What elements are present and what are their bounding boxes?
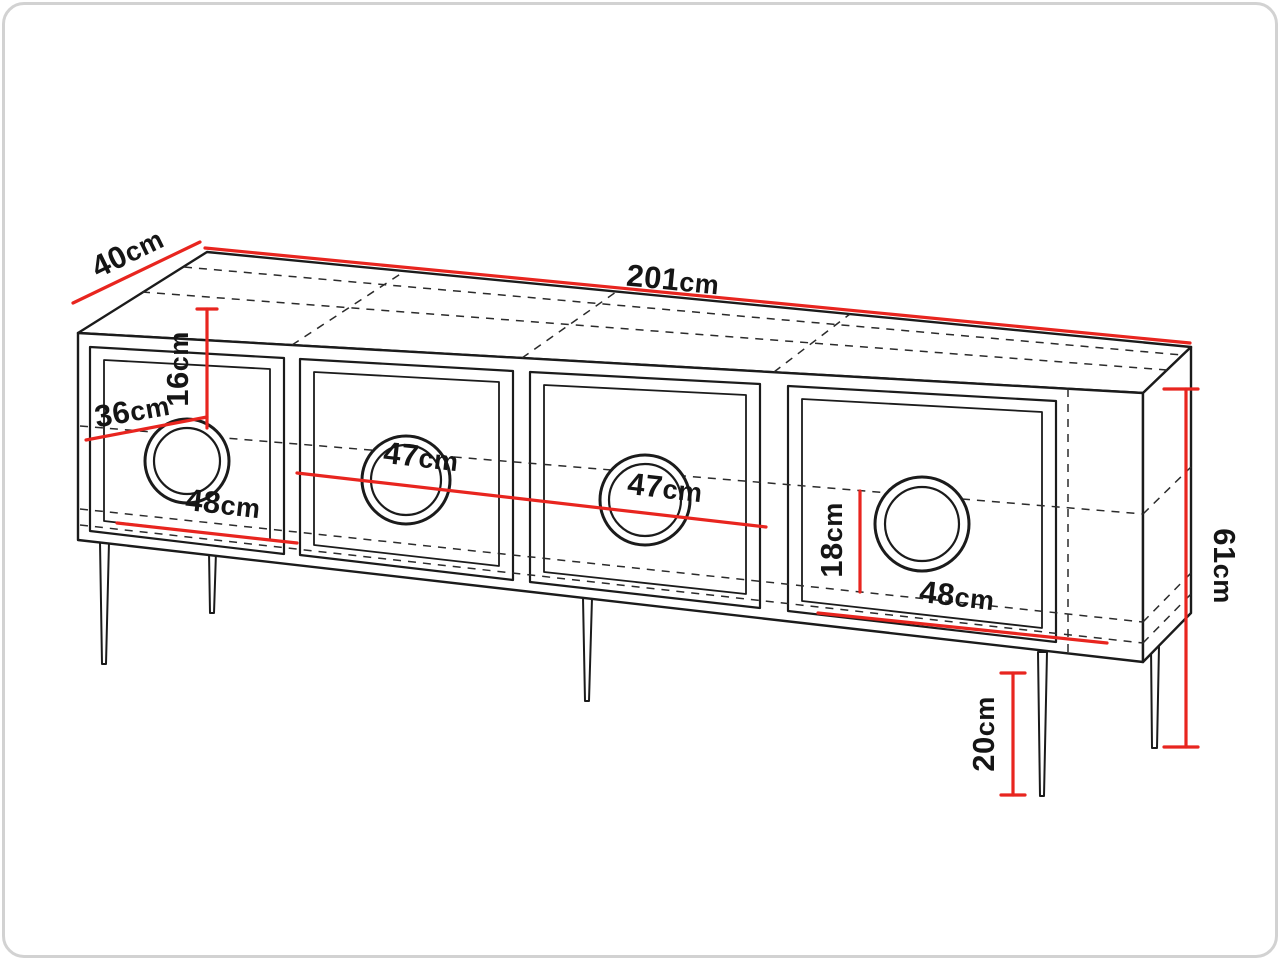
dim-right-compartment-label: 48cm [918, 574, 997, 617]
dim-unit: cm [164, 331, 194, 371]
dim-value: 20 [966, 736, 1001, 771]
dim-value: 36 [92, 394, 133, 435]
dim-door-widths-line [295, 471, 768, 529]
dim-left-depth-label: 36cm [92, 387, 172, 435]
leg-back-right [1150, 645, 1160, 749]
dim-width-line [203, 246, 1192, 345]
dim-value: 201 [625, 258, 681, 298]
dim-leg-height-label: 20cm [966, 696, 1001, 772]
hidden-partition-1-top [291, 270, 406, 346]
dim-value: 47 [626, 466, 665, 505]
hidden-bottom-panel-side [1142, 593, 1192, 644]
door-3-handle-ring-inner [607, 462, 683, 538]
hidden-partition-3-top [773, 313, 851, 373]
cabinet-right-face [1141, 345, 1193, 664]
dim-unit: cm [128, 391, 173, 427]
dim-left-depth-line [84, 415, 209, 442]
door-4-inner-frame [801, 398, 1043, 629]
dim-left-compartment-line [115, 521, 299, 545]
dim-door2-width-label: 47cm [382, 435, 461, 478]
dim-depth-label: 40cm [86, 220, 169, 285]
dim-right-compartment-line [816, 611, 1109, 645]
dim-value: 16 [160, 371, 195, 406]
hidden-shelf-upper-side [1142, 466, 1192, 515]
dim-value: 48 [918, 574, 957, 613]
leg-back-left [208, 551, 217, 614]
dim-unit: cm [970, 696, 1000, 736]
dim-value: 47 [382, 435, 421, 474]
dimension-annotations: 40cm 201cm 61cm 36cm 16cm 47cm 47cm 48cm [71, 220, 1242, 797]
leg-front-right [1037, 651, 1048, 797]
hidden-shelf-upper [79, 425, 1144, 515]
dim-width-label: 201cm [625, 258, 721, 302]
dim-value: 18 [814, 542, 849, 577]
dim-unit: cm [678, 267, 721, 301]
dim-left-compartment-label: 48cm [184, 482, 263, 525]
dim-value: 61 [1207, 528, 1242, 563]
dim-unit: cm [661, 474, 704, 508]
door-4-handle-ring-inner [883, 485, 961, 563]
hidden-bottom-panel [79, 524, 1144, 644]
leg-front-middle [582, 597, 593, 702]
door-handles [143, 417, 971, 573]
door-2-inner-frame [313, 371, 500, 567]
door-3-inner-frame [543, 384, 747, 595]
dim-unit: cm [953, 582, 996, 616]
dim-unit: cm [219, 490, 262, 524]
dim-shelf-spacing-label: 18cm [814, 502, 849, 578]
dim-top-gap-label: 16cm [160, 331, 195, 407]
hidden-top-length-1 [141, 291, 1168, 371]
hidden-shelf-lower [79, 508, 1144, 623]
leg-front-left [99, 541, 110, 665]
dim-value: 48 [184, 482, 223, 521]
dim-height-label: 61cm [1207, 528, 1242, 604]
dim-door3-width-label: 47cm [626, 466, 705, 509]
dim-unit: cm [818, 502, 848, 542]
dim-unit: cm [1208, 564, 1238, 604]
hidden-lines [79, 266, 1192, 653]
hidden-partition-2-top [521, 291, 617, 359]
hidden-shelf-lower-side [1142, 572, 1192, 623]
dim-depth-line [71, 240, 202, 305]
hidden-top-length-2 [183, 266, 1183, 356]
door-1-handle-ring-inner [152, 426, 222, 496]
dim-unit: cm [417, 443, 460, 477]
